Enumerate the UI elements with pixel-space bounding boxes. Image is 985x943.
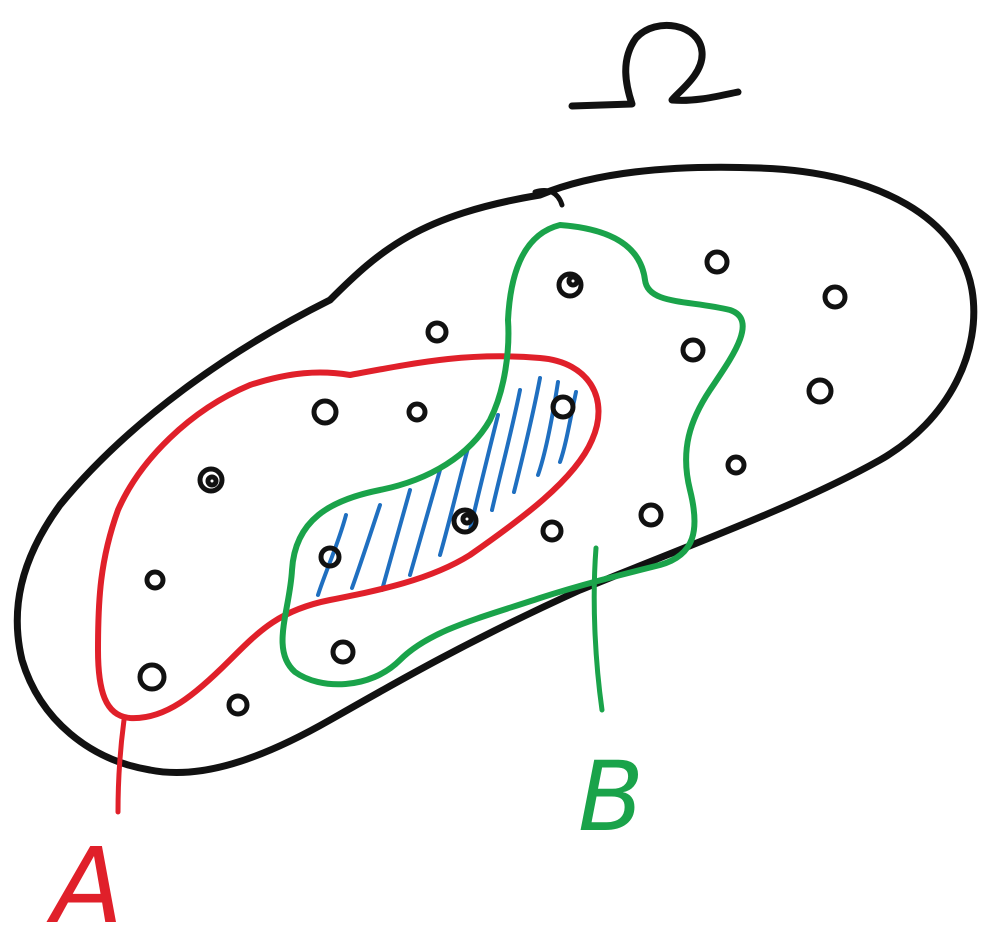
sample-points xyxy=(137,249,848,717)
point xyxy=(425,320,449,344)
point xyxy=(460,512,474,526)
point xyxy=(550,394,576,420)
point xyxy=(540,519,564,543)
universe-tick xyxy=(532,188,565,208)
point xyxy=(137,662,167,692)
point xyxy=(311,398,339,426)
set-b-outline xyxy=(279,222,746,688)
set-a-label: A xyxy=(46,825,123,943)
point xyxy=(704,249,730,275)
point xyxy=(197,466,225,494)
point xyxy=(226,693,250,717)
point xyxy=(806,377,834,405)
point xyxy=(330,639,356,665)
point xyxy=(318,545,342,569)
point xyxy=(725,454,747,476)
point xyxy=(205,474,219,488)
universe-outline xyxy=(13,163,978,776)
set-b-label: B xyxy=(578,741,644,853)
set-b-pointer xyxy=(591,545,605,713)
point xyxy=(451,507,479,535)
point xyxy=(566,274,580,288)
point xyxy=(144,569,166,591)
point xyxy=(556,271,584,299)
point xyxy=(680,337,706,363)
point xyxy=(406,401,428,423)
universe-label xyxy=(568,21,742,110)
set-a-pointer xyxy=(115,717,127,815)
point xyxy=(822,284,848,310)
set-a-outline xyxy=(95,353,602,722)
intersection-hatch xyxy=(316,376,578,597)
point xyxy=(638,502,664,528)
